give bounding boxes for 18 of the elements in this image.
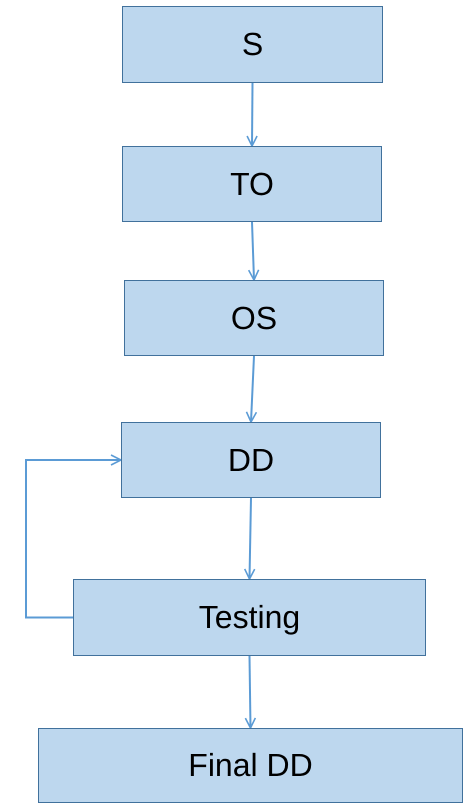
arrow (244, 498, 256, 580)
arrow (246, 356, 258, 423)
box-label: DD (228, 442, 274, 478)
process-box (122, 6, 383, 83)
arrow (248, 222, 260, 281)
arrow (244, 656, 256, 729)
process-box (121, 422, 381, 498)
process-box (38, 728, 463, 803)
box-label: S (242, 26, 264, 63)
box-label: Testing (198, 599, 300, 636)
arrow (25, 454, 122, 618)
box-label: TO (230, 166, 274, 202)
box-label: OS (230, 300, 278, 336)
process-box (122, 146, 382, 222)
arrow (246, 83, 258, 147)
box-label: Final DD (188, 747, 313, 784)
process-box (73, 579, 426, 656)
process-box (124, 280, 384, 356)
